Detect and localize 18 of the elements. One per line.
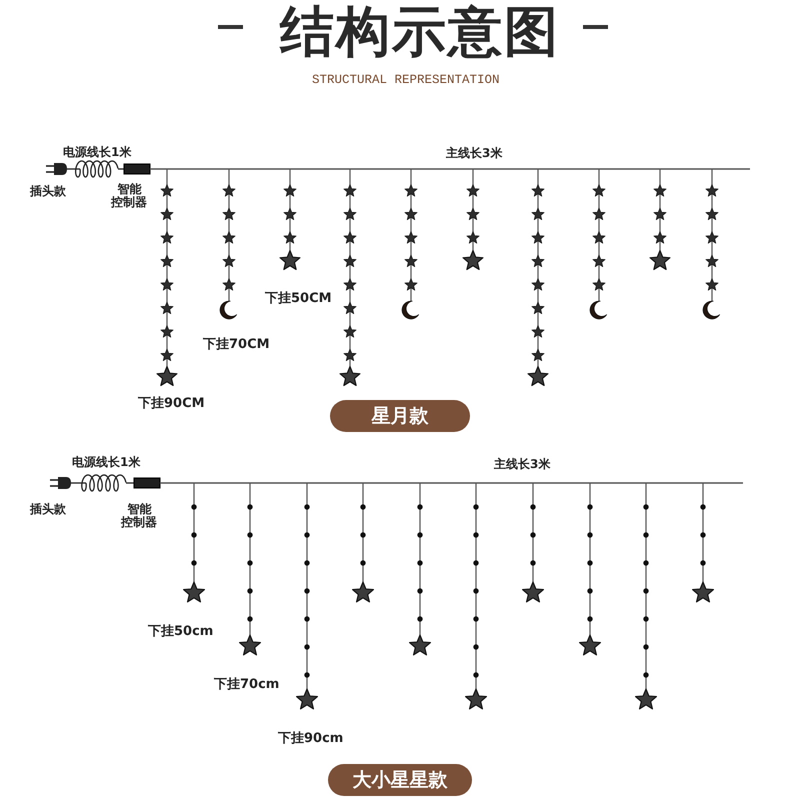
part-label: 智能控制器: [111, 183, 148, 209]
variant-tag: 星月款: [330, 400, 470, 432]
drop-length-label: 下挂90CM: [138, 397, 205, 411]
cord-length-label: 电源线长1米: [72, 456, 140, 469]
part-label: 插头款: [30, 185, 66, 198]
drop-length-label: 下挂50CM: [265, 292, 332, 306]
drop-length-label: 下挂90cm: [278, 732, 344, 746]
subtitle: STRUCTURAL REPRESENTATION: [312, 74, 500, 86]
line-length-label: 主线长3米: [494, 458, 550, 471]
cord-length-label: 电源线长1米: [63, 146, 132, 159]
line-length-label: 主线长3米: [446, 147, 502, 160]
part-label: 智能控制器: [121, 503, 158, 529]
drop-length-label: 下挂70cm: [214, 678, 280, 692]
drop-length-label: 下挂50cm: [148, 625, 214, 639]
title: 结构示意图: [280, 5, 560, 59]
variant-tag: 大小星星款: [328, 764, 472, 796]
drop-length-label: 下挂70CM: [203, 338, 270, 352]
part-label: 插头款: [30, 503, 66, 516]
